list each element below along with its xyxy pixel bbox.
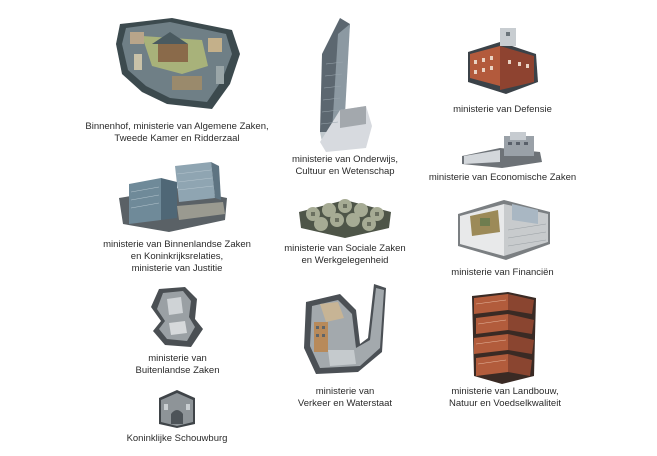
- sociale-zaken-building-icon: [299, 199, 391, 238]
- financien-building-icon: [458, 200, 550, 260]
- defensie-caption: ministerie van Defensie: [453, 104, 552, 115]
- koninklijke-schouwburg-building-icon: [159, 390, 195, 428]
- binnenhof-caption: Binnenhof, ministerie van Algemene Zaken…: [85, 121, 269, 144]
- binnenhof-building-icon: [116, 18, 240, 109]
- schouwburg-caption: Koninklijke Schouwburg: [126, 433, 228, 444]
- verkeer-waterstaat-building-icon: [304, 284, 386, 374]
- binnenlandse-zaken-building-icon: [119, 162, 227, 232]
- landbouw-building-icon: [472, 292, 536, 384]
- ez-caption: ministerie van Economische Zaken: [428, 172, 577, 183]
- ocw-caption: ministerie van Onderwijs,Cultuur en Wete…: [291, 154, 399, 177]
- buitenlandse-zaken-building-icon: [151, 287, 203, 347]
- financien-caption: ministerie van Financiën: [451, 267, 554, 278]
- ocw-tower-building-icon: [320, 18, 372, 152]
- economische-zaken-building-icon: [462, 132, 542, 168]
- defensie-building-icon: [468, 28, 538, 94]
- lnv-caption: ministerie van Landbouw,Natuur en Voedse…: [449, 386, 561, 409]
